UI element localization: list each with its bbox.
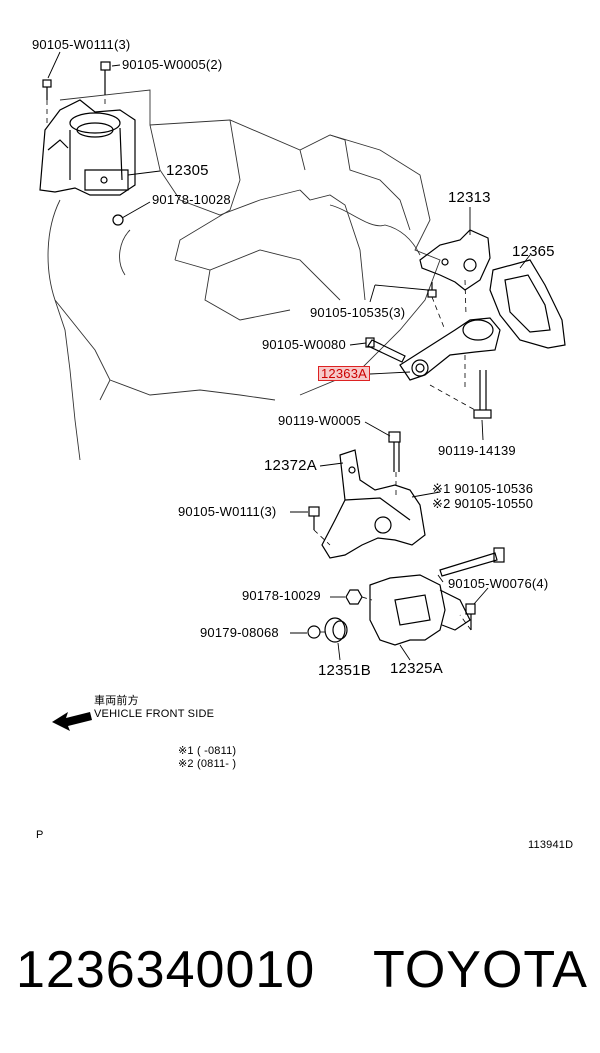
mount-12305 <box>39 99 136 196</box>
callout-90179-08068: 90179-08068 <box>200 625 279 640</box>
brand-name: TOYOTA <box>373 941 588 999</box>
bolt-90105-W0111 <box>42 79 52 100</box>
callout-90105-10550: ※2 90105-10550 <box>432 496 534 511</box>
callout-90105-W0111-lower: 90105-W0111(3) <box>178 504 277 519</box>
callout-12313: 12313 <box>448 189 491 206</box>
nut-90179-08068 <box>307 625 321 639</box>
nut-90178-10029 <box>345 589 363 605</box>
callout-12372A: 12372A <box>264 457 317 474</box>
diagram-code: 113941D <box>528 839 574 851</box>
dashed-guides <box>46 72 476 633</box>
bolt-90119-W0005 <box>388 431 401 472</box>
bolt-90105-W0076 <box>465 603 476 630</box>
bushing-12351B <box>324 617 348 643</box>
callout-90119-W0005: 90119-W0005 <box>278 413 361 428</box>
callout-90178-10028: 90178-10028 <box>152 192 231 207</box>
callout-90105-W0005: 90105-W0005(2) <box>122 57 223 72</box>
long-bolt-90105-10536 <box>439 547 505 577</box>
callout-90105-10536: ※1 90105-10536 <box>432 481 534 496</box>
bolt-90119-14139 <box>473 370 492 419</box>
bolt-90105-W0005 <box>100 61 111 95</box>
callout-90105-W0076: 90105-W0076(4) <box>448 576 549 591</box>
bolt-90105-10535 <box>427 282 437 298</box>
note-2: ※2 (0811- ) <box>178 758 237 770</box>
front-direction-arrow <box>52 712 92 731</box>
callout-12365: 12365 <box>512 243 555 260</box>
corner-marker: P <box>36 829 44 841</box>
engine-outline <box>47 89 441 461</box>
callout-90178-10029: 90178-10029 <box>242 588 321 603</box>
leader-lines <box>47 51 531 661</box>
callout-12305: 12305 <box>166 162 209 179</box>
callout-90119-14139: 90119-14139 <box>438 443 516 458</box>
part-number: 1236340010 <box>16 941 316 999</box>
direction-label-english: VEHICLE FRONT SIDE <box>94 708 215 720</box>
bolt-90105-W0080 <box>365 337 406 363</box>
callout-90105-10535: 90105-10535(3) <box>310 305 406 320</box>
callout-12351B: 12351B <box>318 662 371 679</box>
callout-12363A-highlighted[interactable]: 12363A <box>318 366 371 381</box>
callout-12325A: 12325A <box>390 660 443 677</box>
cover-12365 <box>489 259 566 349</box>
parts-diagram <box>39 51 566 731</box>
direction-label-japanese: 車両前方 <box>94 695 139 707</box>
footer: 1236340010 TOYOTA <box>16 940 588 1010</box>
mount-12325A <box>369 574 471 646</box>
rod-12363A <box>399 317 501 381</box>
note-1: ※1 ( -0811) <box>178 745 237 757</box>
bracket-12372A <box>321 449 426 559</box>
bracket-12313 <box>419 229 491 291</box>
nut-90178-10028 <box>112 214 124 226</box>
bolt-90105-W0111-lower <box>308 506 320 530</box>
callout-90105-W0080: 90105-W0080 <box>262 337 346 352</box>
callout-90105-W0111: 90105-W0111(3) <box>32 37 131 52</box>
